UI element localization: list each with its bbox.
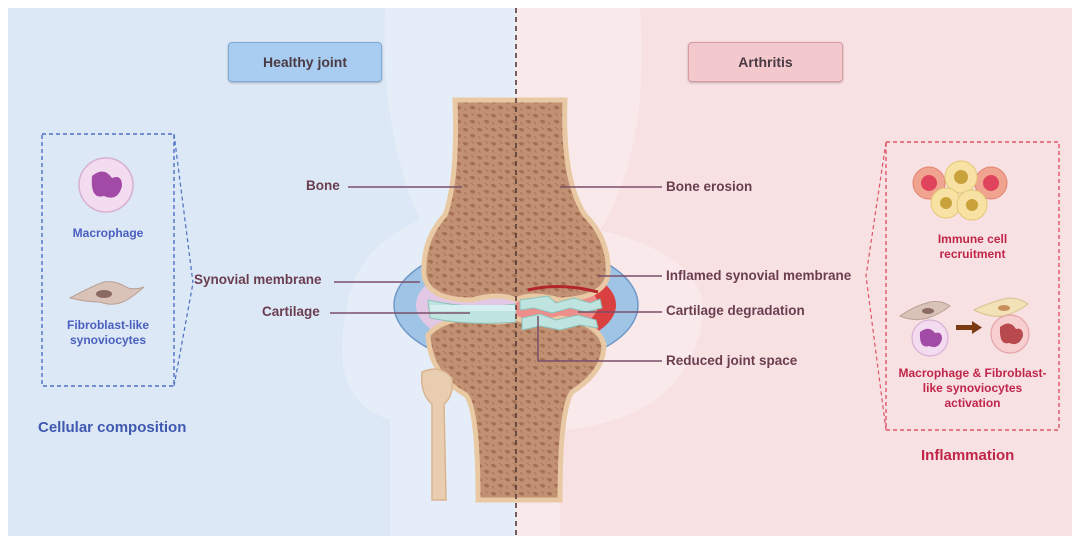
macrophage-text: Macrophage xyxy=(72,226,144,240)
activation-caption: Macrophage & Fibroblast- like synoviocyt… xyxy=(886,366,1059,411)
arthritis-title: Arthritis xyxy=(688,42,843,82)
immune-cells-icon xyxy=(912,160,1008,221)
inflamed-synovial-membrane-label: Inflamed synovial membrane xyxy=(666,268,852,283)
fibroblast-text-line1: Fibroblast-like xyxy=(66,318,149,332)
inflammation-box xyxy=(885,141,1060,431)
healthy-joint-title: Healthy joint xyxy=(228,42,382,82)
cartilage-degradation-label: Cartilage degradation xyxy=(666,303,805,318)
immune-recruitment-caption: Immune cell recruitment xyxy=(886,232,1059,262)
immune-text-line1: Immune cell xyxy=(937,232,1008,246)
fibroblast-text-line2: synoviocytes xyxy=(69,333,147,347)
cellular-composition-box xyxy=(41,133,175,387)
fibula-bone xyxy=(420,368,454,501)
immune-text-line2: recruitment xyxy=(939,247,1006,261)
activation-text-line1: Macrophage & Fibroblast- xyxy=(898,366,1047,380)
fibroblast-icon xyxy=(68,281,145,305)
healthy-joint-title-text: Healthy joint xyxy=(262,54,347,70)
macrophage-icon xyxy=(78,157,134,213)
bone-erosion-label: Bone erosion xyxy=(666,179,753,194)
cellular-composition-caption: Cellular composition xyxy=(38,419,187,436)
fibroblast-caption: Fibroblast-like synoviocytes xyxy=(42,318,174,348)
activation-icon xyxy=(898,297,1030,357)
macrophage-caption: Macrophage xyxy=(42,226,174,241)
cartilage-label: Cartilage xyxy=(262,304,320,319)
degraded-cartilage xyxy=(519,295,603,314)
reduced-space-leader xyxy=(537,316,662,362)
activation-text-line2: like synoviocytes xyxy=(922,381,1023,395)
activation-text-line3: activation xyxy=(944,396,1001,410)
synovial-membrane-label: Synovial membrane xyxy=(194,272,322,287)
reduced-joint-space-label: Reduced joint space xyxy=(666,353,798,368)
inflammation-caption: Inflammation xyxy=(921,447,1015,464)
bone-label: Bone xyxy=(306,178,340,193)
arthritis-title-text: Arthritis xyxy=(738,54,793,70)
